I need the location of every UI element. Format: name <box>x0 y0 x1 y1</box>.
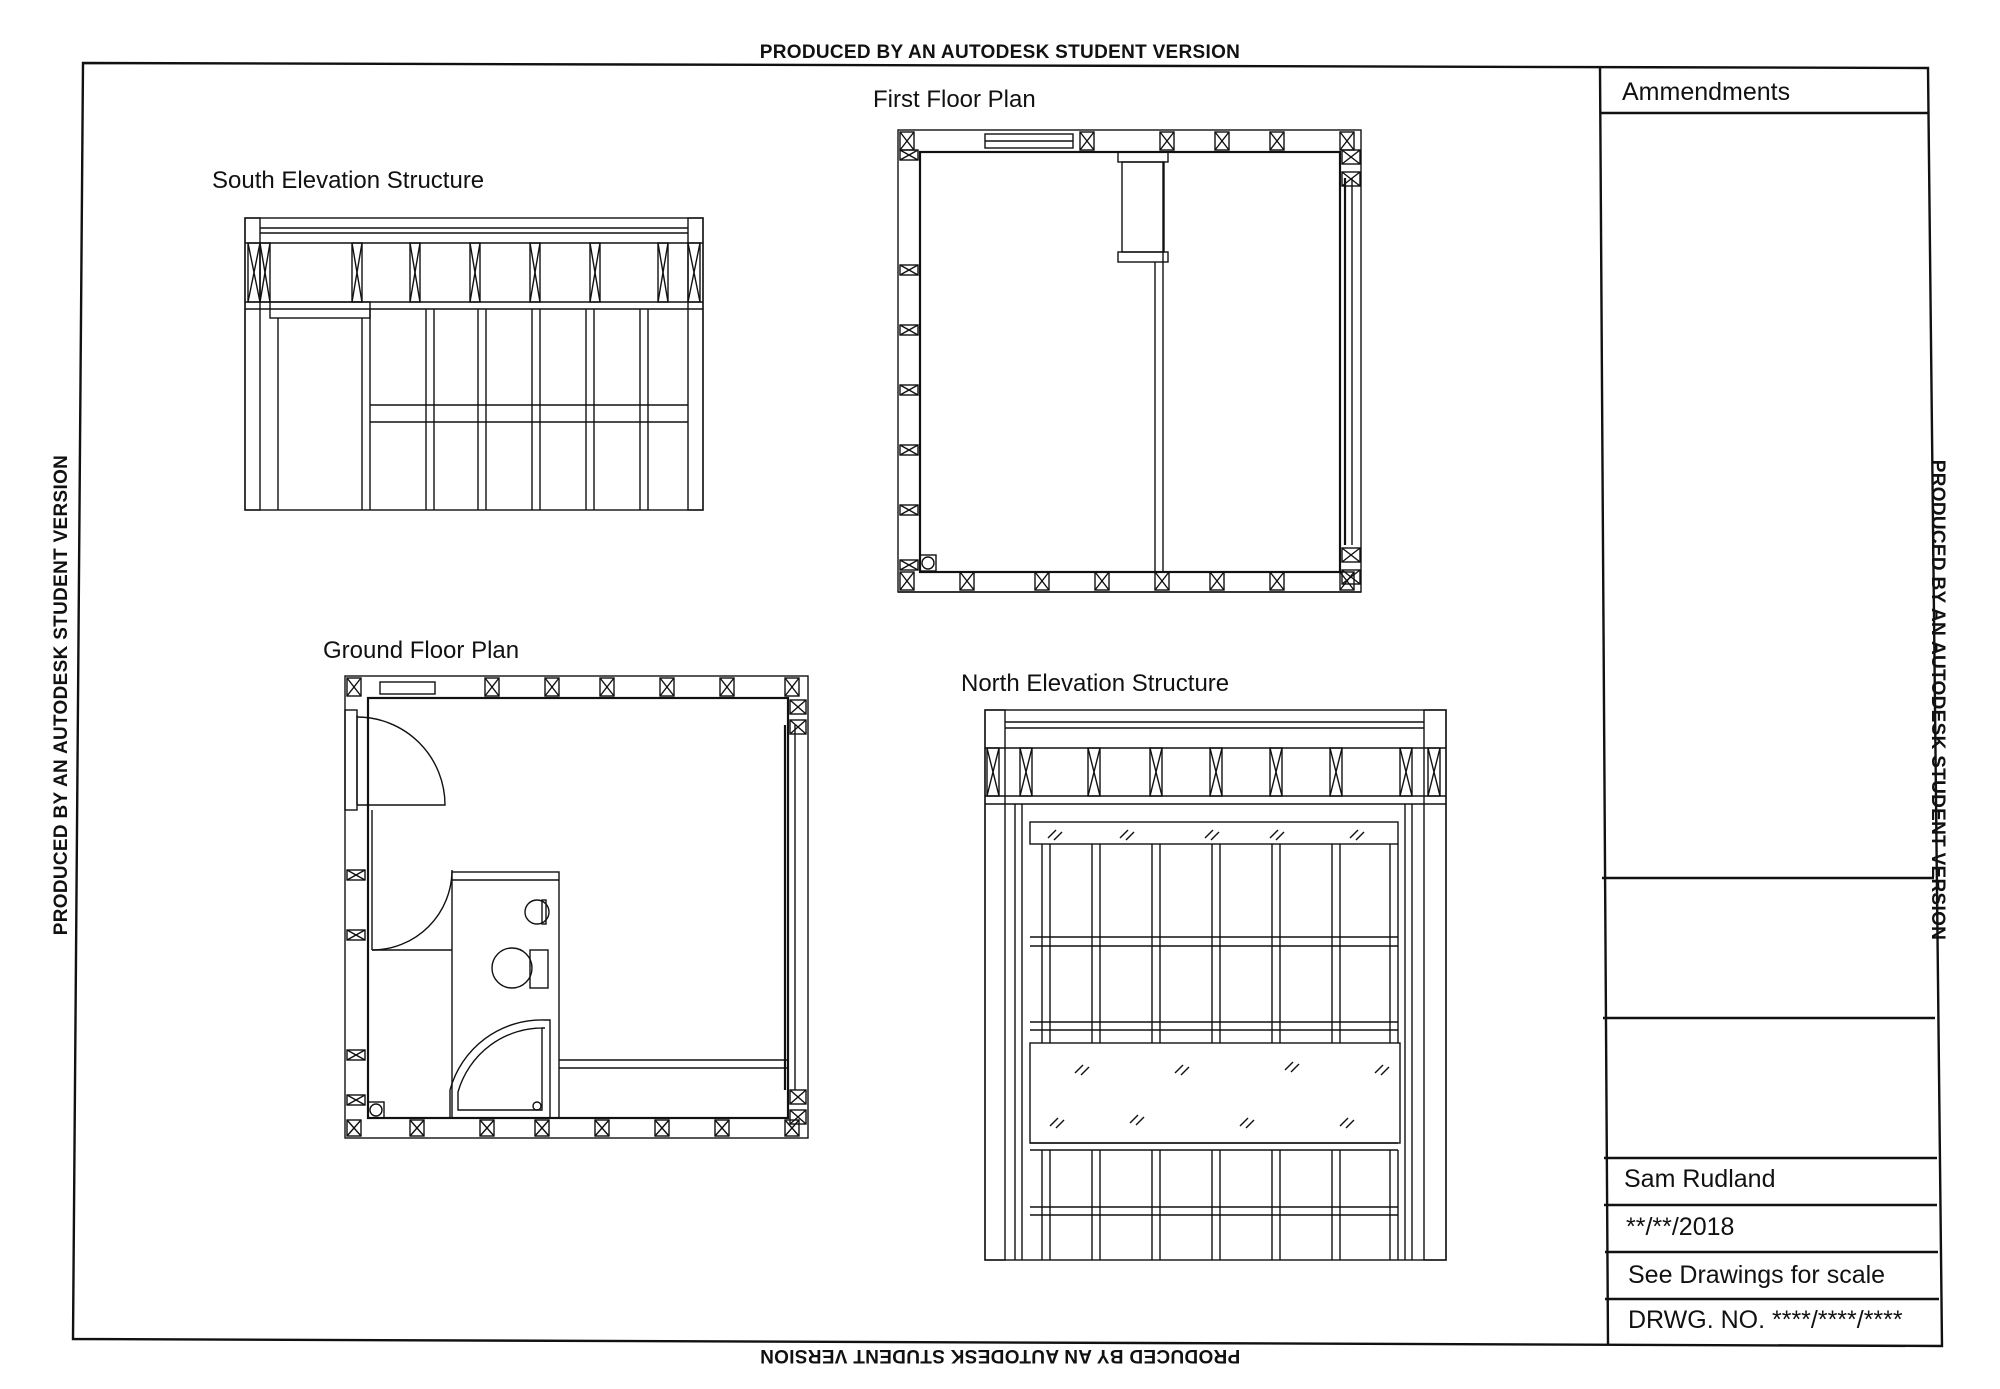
amendments-heading: Ammendments <box>1622 78 1791 106</box>
ground-floor-label: Ground Floor Plan <box>323 637 520 664</box>
scale-note: See Drawings for scale <box>1628 1261 1886 1289</box>
south-elevation-drawing <box>244 217 704 511</box>
watermark-top: PRODUCED BY AN AUTODESK STUDENT VERSION <box>759 42 1241 63</box>
author-name: Sam Rudland <box>1624 1165 1776 1193</box>
title-block <box>1598 66 1939 1345</box>
drawing-date: **/**/2018 <box>1626 1213 1735 1241</box>
south-elevation-label: South Elevation Structure <box>212 167 485 194</box>
first-floor-drawing <box>897 129 1362 593</box>
north-elevation-label: North Elevation Structure <box>961 670 1230 697</box>
drawing-number: DRWG. NO. ****/****/**** <box>1628 1306 1903 1334</box>
sheet-border <box>71 61 1944 1348</box>
north-elevation-drawing <box>984 709 1447 1261</box>
ground-floor-drawing <box>344 675 809 1139</box>
first-floor-label: First Floor Plan <box>873 86 1036 113</box>
